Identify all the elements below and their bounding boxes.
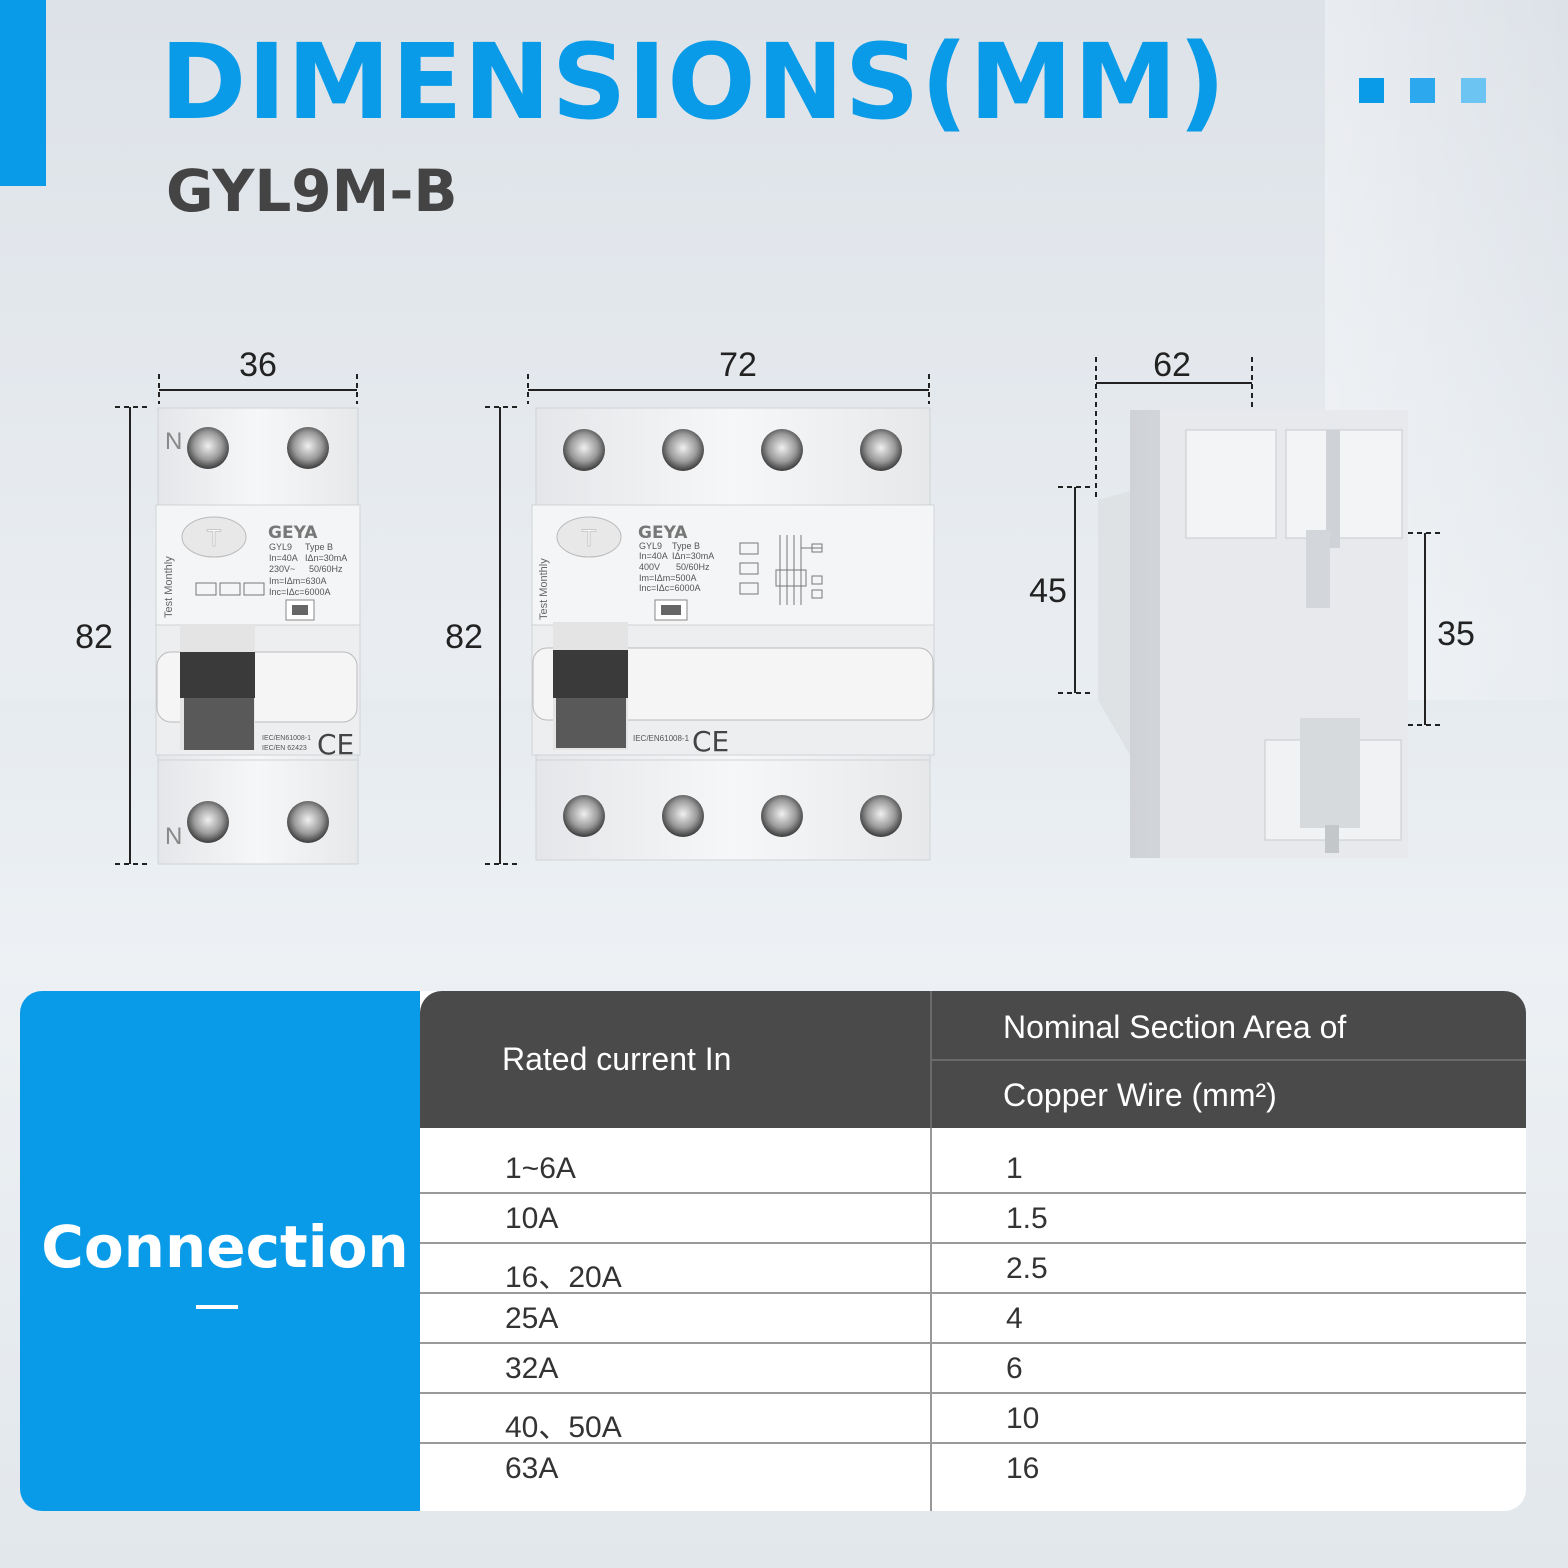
- cell-area: 16: [1006, 1452, 1040, 1485]
- table-row: 63A 16: [420, 1442, 1526, 1492]
- page-title: DIMENSIONS(MM): [160, 21, 1227, 143]
- table-row: 10A 1.5: [420, 1192, 1526, 1244]
- two-pole-spec-in: In=40A: [269, 553, 298, 563]
- four-pole-spec-idn: IΔn=30mA: [672, 551, 714, 561]
- four-pole-ce-mark: CE: [692, 725, 729, 758]
- connection-sidebar: Connection: [20, 991, 420, 1511]
- four-pole-spec-freq: 50/60Hz: [676, 562, 710, 572]
- cell-current: 63A: [505, 1452, 559, 1485]
- side-view-breaker: 62 45 35: [1029, 346, 1475, 858]
- four-pole-test-label: Test Monthly: [538, 558, 550, 620]
- side-rail-height-label: 45: [1029, 572, 1067, 610]
- two-pole-brand-logo: GEYA: [268, 523, 318, 543]
- two-pole-spec-freq: 50/60Hz: [309, 564, 343, 574]
- two-pole-standard-2: IEC/EN 62423: [262, 745, 307, 752]
- neutral-bottom-label: N: [165, 823, 182, 850]
- cell-area: 10: [1006, 1402, 1040, 1435]
- cell-current: 10A: [505, 1202, 559, 1235]
- two-pole-spec-inc: Inc=IΔc=6000A: [269, 587, 331, 597]
- cell-area: 1: [1006, 1152, 1023, 1185]
- four-pole-spec-in: In=40A: [639, 551, 668, 561]
- four-pole-spec-model: GYL9: [639, 541, 662, 551]
- four-pole-spec-voltage: 400V: [639, 562, 660, 572]
- cell-area: 6: [1006, 1352, 1023, 1385]
- side-base-height-label: 35: [1437, 615, 1475, 653]
- table-row: 40、50A 10: [420, 1392, 1526, 1444]
- two-pole-spec-type: Type B: [305, 542, 333, 552]
- connection-panel: Connection Rated current In Nominal Sect…: [20, 991, 1526, 1511]
- header-rated-current: Rated current In: [502, 1041, 732, 1077]
- cell-current: 1~6A: [505, 1152, 576, 1185]
- two-pole-width-label: 36: [239, 346, 277, 384]
- four-pole-width-label: 72: [719, 346, 757, 384]
- four-pole-test-button-label: T: [582, 525, 597, 552]
- two-pole-height-label: 82: [75, 618, 113, 656]
- table-row: 25A 4: [420, 1292, 1526, 1344]
- cell-current: 40、50A: [505, 1411, 622, 1444]
- table-row: 32A 6: [420, 1342, 1526, 1394]
- cell-area: 2.5: [1006, 1252, 1048, 1285]
- header-divider: [932, 1059, 1526, 1061]
- four-pole-standard: IEC/EN61008-1: [633, 734, 690, 743]
- header-column-divider: [930, 991, 932, 1128]
- two-pole-test-button-label: T: [207, 525, 222, 552]
- connection-title: Connection: [41, 1213, 409, 1281]
- four-pole-spec-inc: Inc=IΔc=6000A: [639, 583, 701, 593]
- connection-underline: [196, 1305, 238, 1309]
- square-2: [1410, 78, 1435, 103]
- model-name: GYL9M-B: [166, 157, 458, 225]
- table-header: Rated current In Nominal Section Area of…: [420, 991, 1526, 1128]
- cell-current: 16、20A: [505, 1261, 622, 1294]
- cell-area: 4: [1006, 1302, 1023, 1335]
- square-3: [1461, 78, 1486, 103]
- cell-current: 25A: [505, 1302, 559, 1335]
- decorative-squares: [1359, 78, 1486, 103]
- four-pole-brand-logo: GEYA: [638, 523, 688, 543]
- table-row: 1~6A 1: [420, 1142, 1526, 1194]
- four-pole-spec-im: Im=IΔm=500A: [639, 573, 697, 583]
- cell-current: 32A: [505, 1352, 559, 1385]
- two-pole-breaker: 36 82 N N T Test Monthly GEYA GYL9 Type …: [75, 346, 361, 865]
- neutral-top-label: N: [165, 428, 182, 455]
- two-pole-ce-mark: CE: [317, 728, 354, 761]
- table-row: 16、20A 2.5: [420, 1242, 1526, 1294]
- cell-area: 1.5: [1006, 1202, 1048, 1235]
- two-pole-standard-1: IEC/EN61008-1: [262, 735, 311, 742]
- wire-size-table: Rated current In Nominal Section Area of…: [420, 991, 1526, 1511]
- two-pole-spec-im: Im=IΔm=630A: [269, 576, 327, 586]
- circuit-diagram: [775, 535, 823, 605]
- square-1: [1359, 78, 1384, 103]
- two-pole-spec-model: GYL9: [269, 542, 292, 552]
- header-section-area-line1: Nominal Section Area of: [1003, 1009, 1347, 1045]
- four-pole-spec-type: Type B: [672, 541, 700, 551]
- accent-bar: [0, 0, 46, 186]
- column-divider: [930, 1128, 932, 1511]
- header-section-area-line2: Copper Wire (mm²): [1003, 1077, 1277, 1113]
- dimension-drawings: 36 82 N N T Test Monthly GEYA GYL9 Type …: [75, 346, 1475, 865]
- two-pole-test-label: Test Monthly: [163, 556, 175, 618]
- side-depth-label: 62: [1153, 346, 1191, 384]
- two-pole-spec-voltage: 230V~: [269, 564, 295, 574]
- four-pole-height-label: 82: [445, 618, 483, 656]
- two-pole-spec-idn: IΔn=30mA: [305, 553, 347, 563]
- four-pole-breaker: 72 82 T Test Monthly GEYA GYL9 Type B In…: [445, 346, 935, 865]
